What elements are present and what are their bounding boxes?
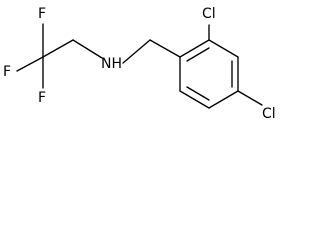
ring-bond-1 (179, 39, 210, 58)
bond-ch2-n (72, 39, 103, 59)
bond-c-f-left (16, 56, 44, 72)
ring-double-bond-inner-1 (186, 47, 210, 62)
bond-n-ch2 (122, 39, 151, 64)
ring-bond-4 (208, 90, 239, 109)
atom-label-f-top: F (38, 6, 46, 22)
bond-cf3-ch2 (42, 39, 74, 58)
atom-label-cl-right: Cl (262, 106, 276, 122)
ring-double-bond-inner-3 (186, 86, 210, 101)
bond-ring-cl-right (237, 90, 263, 106)
atom-label-cl-top: Cl (202, 6, 216, 22)
ring-bond-2 (208, 39, 239, 58)
molecule-canvas: F F F NH Cl Cl (3, 6, 276, 122)
bond-ch2-ring (149, 39, 181, 58)
atom-label-f-bottom: F (38, 90, 46, 106)
atom-label-f-left: F (3, 64, 11, 80)
ring-bond-5 (179, 90, 210, 109)
structure-diagram: F F F NH Cl Cl (3, 6, 276, 122)
atom-label-nh: NH (101, 56, 122, 72)
